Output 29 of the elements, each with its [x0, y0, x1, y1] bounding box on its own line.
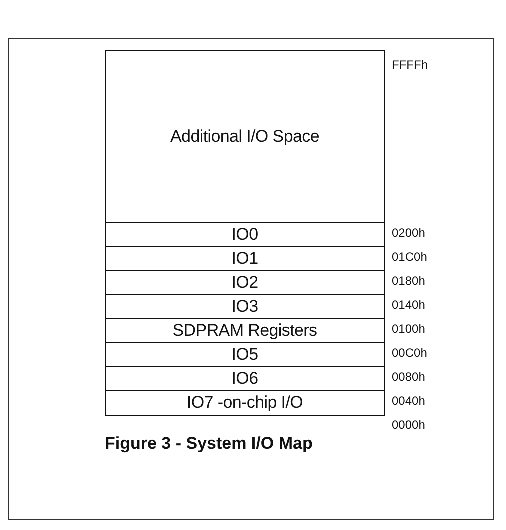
- region-label: SDPRAM Registers: [172, 321, 318, 341]
- address-label: 0080h: [392, 370, 426, 384]
- address-label: 0200h: [392, 226, 426, 240]
- address-label: 01C0h: [392, 250, 428, 264]
- region-label: IO7 -on-chip I/O: [186, 393, 304, 413]
- region-label: IO3: [232, 297, 258, 317]
- memory-region: [105, 390, 385, 416]
- region-label: Additional I/O Space: [170, 127, 320, 147]
- memory-region: [105, 270, 385, 296]
- memory-region: [105, 246, 385, 272]
- address-label: 0000h: [392, 418, 426, 432]
- region-label: IO2: [232, 273, 258, 293]
- region-label: IO0: [232, 225, 258, 245]
- region-label: IO6: [232, 369, 258, 389]
- memory-region: [105, 50, 385, 224]
- memory-region: [105, 342, 385, 368]
- memory-region: [105, 294, 385, 320]
- memory-region: [105, 318, 385, 344]
- memory-region: [105, 222, 385, 248]
- memory-region: [105, 366, 385, 392]
- address-label: 0040h: [392, 394, 426, 408]
- address-label: 0180h: [392, 274, 426, 288]
- region-label: IO5: [232, 345, 258, 365]
- address-label: 0140h: [392, 298, 426, 312]
- address-label: FFFFh: [392, 58, 428, 72]
- address-label: 0100h: [392, 322, 426, 336]
- figure-caption: Figure 3 - System I/O Map: [105, 434, 313, 454]
- address-label: 00C0h: [392, 346, 428, 360]
- region-label: IO1: [232, 249, 258, 269]
